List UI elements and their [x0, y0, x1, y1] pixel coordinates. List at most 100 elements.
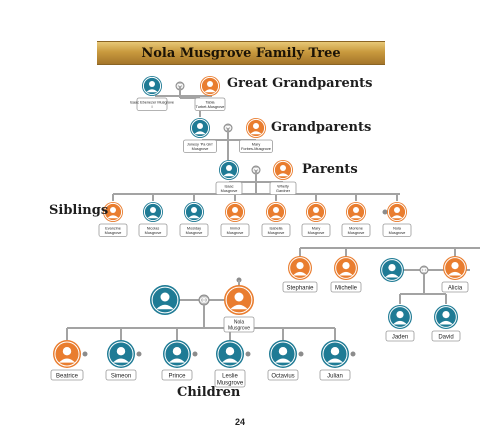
- name-box: [382, 223, 412, 238]
- name-box: [301, 223, 331, 238]
- title-banner: Nola Musgrove Family Tree: [97, 41, 385, 65]
- name-box: [220, 223, 250, 238]
- person-silhouette-icon: [58, 347, 76, 363]
- name-box: [269, 181, 297, 196]
- name-box: [50, 369, 84, 381]
- person-silhouette-icon: [112, 347, 130, 363]
- name-box: [223, 316, 255, 333]
- person-name: Alicia: [448, 286, 463, 292]
- connector-dot: [82, 351, 88, 357]
- person-gf: Jonesy 'Pa Gin'Musgrove: [183, 118, 217, 154]
- person-alicia: Alicia: [441, 256, 469, 293]
- connector-dot: [245, 351, 251, 357]
- person-name: David: [438, 335, 453, 341]
- person-silhouette-icon: [204, 81, 216, 93]
- person-silhouette-icon: [250, 123, 262, 135]
- name-box: [105, 369, 137, 381]
- person-husband: [150, 285, 180, 315]
- person-silhouette-icon: [350, 207, 362, 219]
- name-box: [215, 181, 243, 196]
- connector-dot: [298, 351, 304, 357]
- label-children: Children: [177, 385, 241, 400]
- label-grandparents: Grandparents: [271, 120, 372, 135]
- label-siblings: Siblings: [49, 203, 109, 218]
- person-silhouette-icon: [188, 207, 200, 219]
- person-silhouette-icon: [385, 264, 399, 278]
- name-box: [239, 139, 273, 154]
- person-silhouette-icon: [326, 347, 344, 363]
- label-parents: Parents: [302, 162, 358, 177]
- name-box: [267, 369, 299, 381]
- person-silhouette-icon: [156, 292, 174, 310]
- name-box: [341, 223, 371, 238]
- page-title: Nola Musgrove Family Tree: [141, 45, 341, 61]
- name-box: [261, 223, 291, 238]
- person-silhouette-icon: [230, 292, 248, 310]
- person-name: Prince: [168, 374, 186, 380]
- person-michelle: Michelle: [330, 256, 362, 293]
- name-box: [194, 97, 226, 112]
- person-silhouette-icon: [310, 207, 322, 219]
- connector-dot: [350, 351, 356, 357]
- person-silhouette-icon: [439, 311, 453, 325]
- person-name: Jonesy 'Pa Gin'Musgrove: [187, 142, 213, 151]
- name-box: [138, 223, 168, 238]
- person-silhouette-icon: [146, 81, 158, 93]
- person-c6: Julian: [319, 340, 351, 381]
- person-name: Julian: [327, 374, 343, 380]
- person-c3: Prince: [161, 340, 193, 381]
- person-stephanie: Stephanie: [282, 256, 318, 293]
- person-silhouette-icon: [274, 347, 292, 363]
- name-box: [161, 369, 193, 381]
- name-box: [136, 97, 168, 112]
- person-silhouette-icon: [221, 347, 239, 363]
- person-silhouette-icon: [339, 262, 353, 276]
- person-spouse2: [380, 258, 404, 282]
- marriage-knot-icon: [419, 265, 429, 275]
- name-box: [385, 330, 415, 342]
- person-silhouette-icon: [448, 262, 462, 276]
- name-box: [431, 330, 461, 342]
- person-name: Octavius: [271, 374, 294, 380]
- person-david: David: [431, 305, 461, 342]
- person-silhouette-icon: [277, 165, 289, 177]
- person-silhouette-icon: [194, 123, 206, 135]
- person-c5: Octavius: [267, 340, 299, 381]
- name-box: [330, 281, 362, 293]
- name-box: [319, 369, 351, 381]
- person-silhouette-icon: [229, 207, 241, 219]
- person-silhouette-icon: [270, 207, 282, 219]
- connector-dot: [382, 209, 388, 215]
- person-silhouette-icon: [391, 207, 403, 219]
- marriage-knot-icon: [198, 294, 210, 306]
- person-c2: Simeon: [105, 340, 137, 381]
- page-number: 24: [234, 417, 245, 427]
- connector-dot: [192, 351, 198, 357]
- person-silhouette-icon: [293, 262, 307, 276]
- person-name: Jaden: [392, 335, 408, 341]
- person-silhouette-icon: [393, 311, 407, 325]
- name-box: [98, 223, 128, 238]
